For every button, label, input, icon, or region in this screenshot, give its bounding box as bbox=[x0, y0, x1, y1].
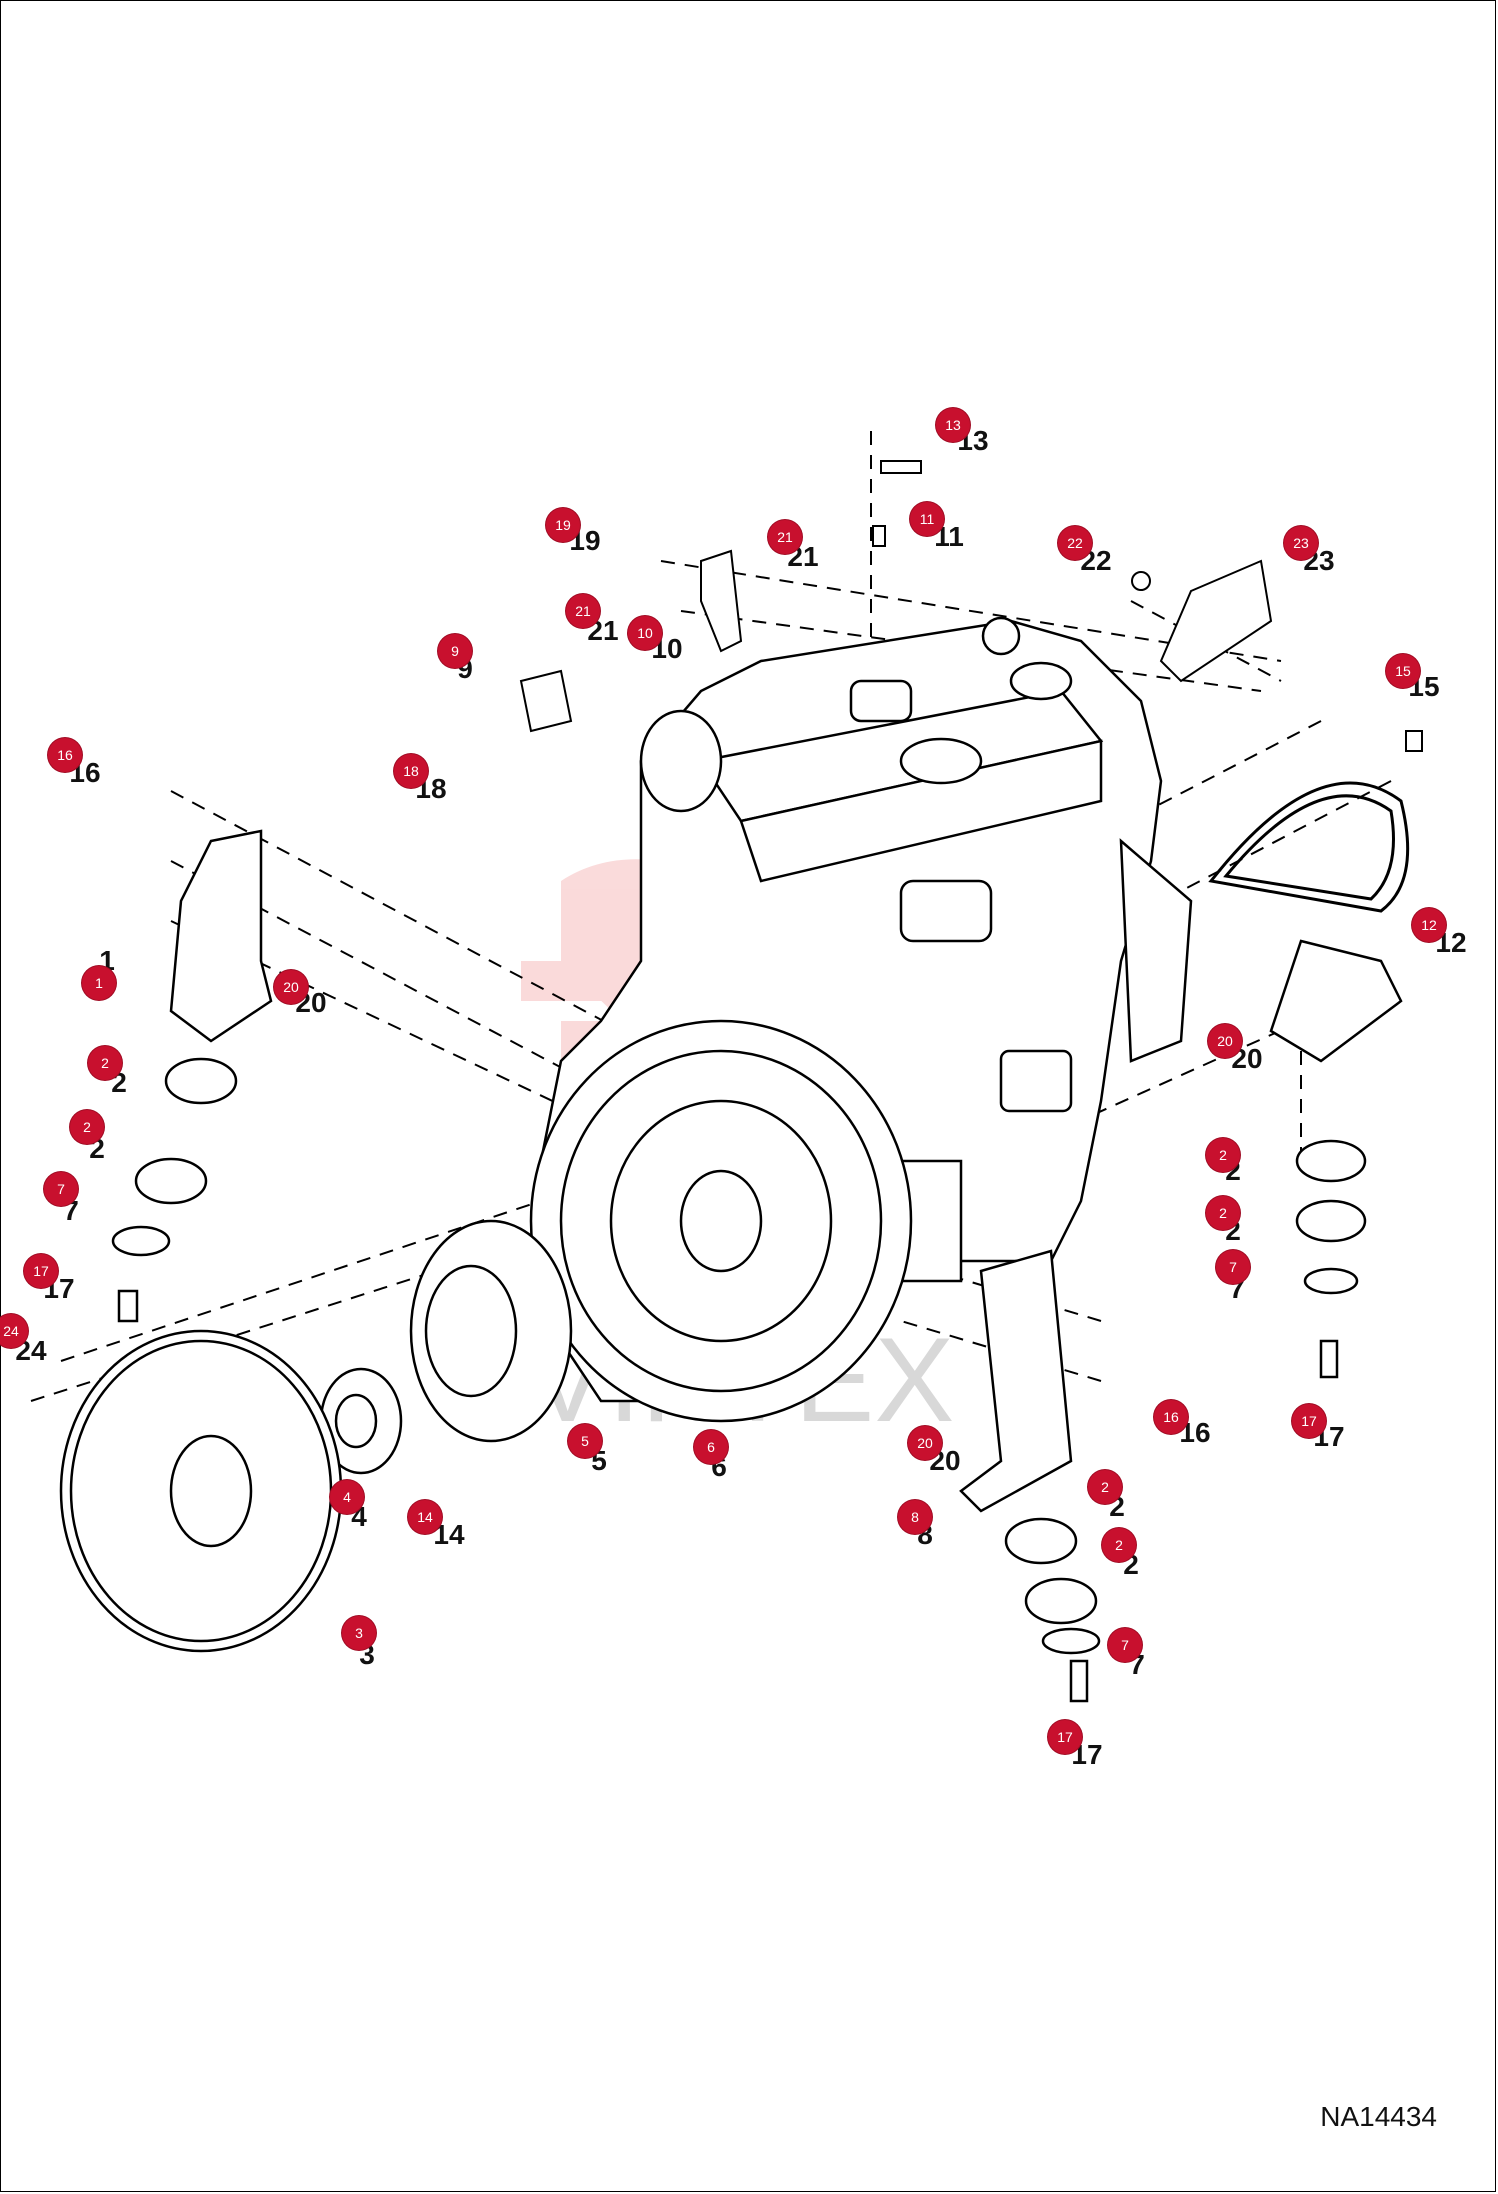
callout-badge-2e[interactable]: 2 bbox=[1088, 1470, 1122, 1504]
rear-mount-bracket bbox=[1269, 939, 1403, 1379]
callout-badge-4[interactable]: 4 bbox=[330, 1480, 364, 1514]
callout-badge-22[interactable]: 22 bbox=[1058, 526, 1092, 560]
callout-badge-10[interactable]: 10 bbox=[628, 616, 662, 650]
callout-badge-17c[interactable]: 17 bbox=[1048, 1720, 1082, 1754]
callout-badge-20c[interactable]: 20 bbox=[908, 1426, 942, 1460]
callout-badge-7a[interactable]: 7 bbox=[44, 1172, 78, 1206]
callout-badge-24[interactable]: 24 bbox=[0, 1314, 28, 1348]
right-mount-bracket bbox=[959, 1249, 1101, 1703]
callout-badge-17b[interactable]: 17 bbox=[1292, 1404, 1326, 1438]
callout-badge-15[interactable]: 15 bbox=[1386, 654, 1420, 688]
coupling-plate bbox=[409, 1219, 573, 1443]
callout-badge-3[interactable]: 3 bbox=[342, 1616, 376, 1650]
callout-badge-13[interactable]: 13 bbox=[936, 408, 970, 442]
callout-badge-2c[interactable]: 2 bbox=[1206, 1138, 1240, 1172]
drive-belt bbox=[1208, 781, 1410, 913]
callout-badge-1[interactable]: 1 bbox=[82, 966, 116, 1000]
callout-badge-18[interactable]: 18 bbox=[394, 754, 428, 788]
callout-badge-16a[interactable]: 16 bbox=[48, 738, 82, 772]
callout-badge-12[interactable]: 12 bbox=[1412, 908, 1446, 942]
hub-gear bbox=[319, 1367, 403, 1475]
callout-badge-16b[interactable]: 16 bbox=[1154, 1400, 1188, 1434]
callout-badge-7c[interactable]: 7 bbox=[1108, 1628, 1142, 1662]
callout-badge-17a[interactable]: 17 bbox=[24, 1254, 58, 1288]
flywheel-housing bbox=[529, 1019, 913, 1423]
flywheel bbox=[59, 1329, 343, 1653]
callout-badge-2f[interactable]: 2 bbox=[1102, 1528, 1136, 1562]
callout-badge-8[interactable]: 8 bbox=[898, 1500, 932, 1534]
callout-badge-6[interactable]: 6 bbox=[694, 1430, 728, 1464]
callout-badge-2d[interactable]: 2 bbox=[1206, 1196, 1240, 1230]
callout-badge-5[interactable]: 5 bbox=[568, 1424, 602, 1458]
callout-badge-2b[interactable]: 2 bbox=[70, 1110, 104, 1144]
callout-badge-11[interactable]: 11 bbox=[910, 502, 944, 536]
callout-badge-20a[interactable]: 20 bbox=[274, 970, 308, 1004]
callout-badge-20b[interactable]: 20 bbox=[1208, 1024, 1242, 1058]
callout-badge-7b[interactable]: 7 bbox=[1216, 1250, 1250, 1284]
drawing-number: NA14434 bbox=[1320, 2101, 1437, 2132]
callout-badge-23[interactable]: 23 bbox=[1284, 526, 1318, 560]
callout-badge-2a[interactable]: 2 bbox=[88, 1046, 122, 1080]
callout-badge-19[interactable]: 19 bbox=[546, 508, 580, 542]
callout-badge-21b[interactable]: 21 bbox=[566, 594, 600, 628]
callout-badge-14[interactable]: 14 bbox=[408, 1500, 442, 1534]
top-hardware bbox=[519, 460, 1423, 752]
left-mount-bracket bbox=[111, 829, 273, 1323]
callout-badge-9[interactable]: 9 bbox=[438, 634, 472, 668]
callout-badge-21a[interactable]: 21 bbox=[768, 520, 802, 554]
